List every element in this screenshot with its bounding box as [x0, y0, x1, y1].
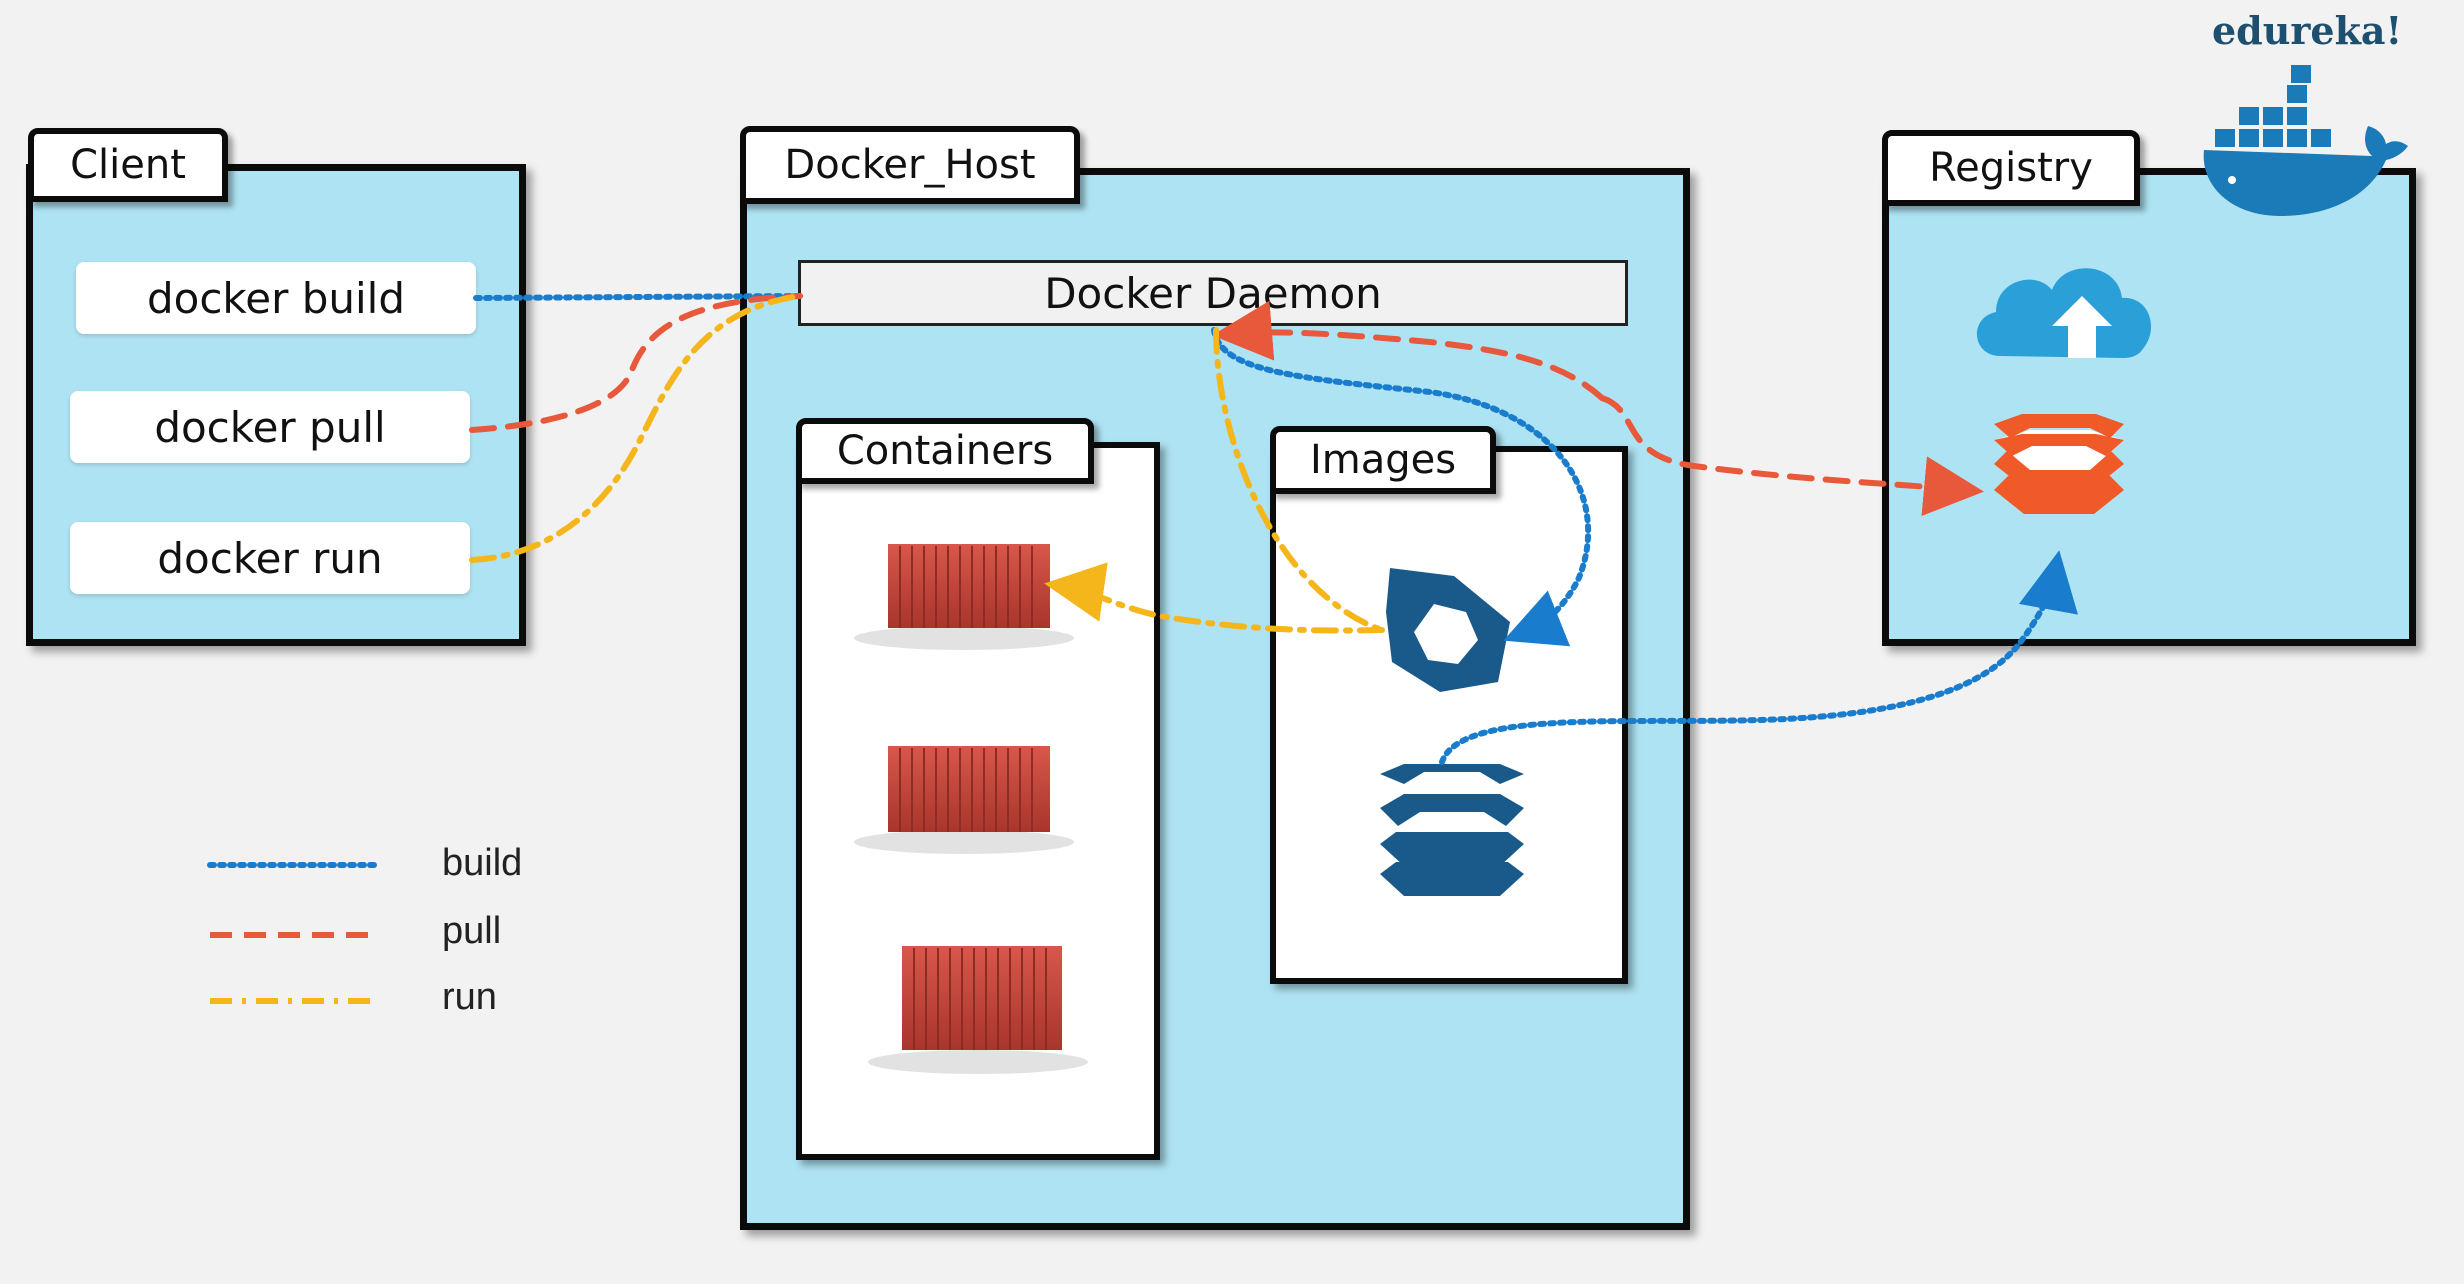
- client-title: Client: [28, 128, 228, 202]
- legend-build-label: build: [442, 842, 523, 884]
- docker-host-title: Docker_Host: [740, 126, 1080, 204]
- run-flow-line: [469, 293, 803, 563]
- run-flow-line: [1044, 562, 1385, 634]
- docker-whale-icon: [2203, 63, 2408, 216]
- docker-run-command[interactable]: docker run: [70, 522, 470, 594]
- pull-flow-line: [1212, 300, 1605, 401]
- pull-flow-line: [1599, 395, 1984, 517]
- shipping-container-icon: [854, 544, 1074, 650]
- shipping-container-icon: [854, 746, 1074, 854]
- cloud-upload-icon: [1976, 268, 2152, 358]
- images-title: Images: [1270, 426, 1496, 494]
- shipping-container-icon: [868, 946, 1088, 1074]
- registry-title: Registry: [1882, 130, 2140, 206]
- edureka-logo: edureka!: [2212, 8, 2403, 53]
- registry-stack-icon: [1994, 414, 2124, 514]
- docker-pull-command[interactable]: docker pull: [70, 391, 470, 463]
- image-hexagon-icon: [1386, 568, 1510, 692]
- docker-build-command[interactable]: docker build: [76, 262, 476, 334]
- containers-title: Containers: [796, 418, 1094, 484]
- image-stack-icon: [1380, 764, 1524, 896]
- legend-run-label: run: [442, 976, 497, 1018]
- run-flow-line: [1213, 327, 1385, 633]
- build-flow-line: [473, 293, 803, 301]
- build-flow-line: [1211, 327, 1592, 647]
- registry-panel: [1882, 168, 2416, 646]
- pull-flow-line: [469, 293, 803, 433]
- legend-pull-label: pull: [442, 910, 502, 952]
- build-flow-line: [1439, 550, 2078, 765]
